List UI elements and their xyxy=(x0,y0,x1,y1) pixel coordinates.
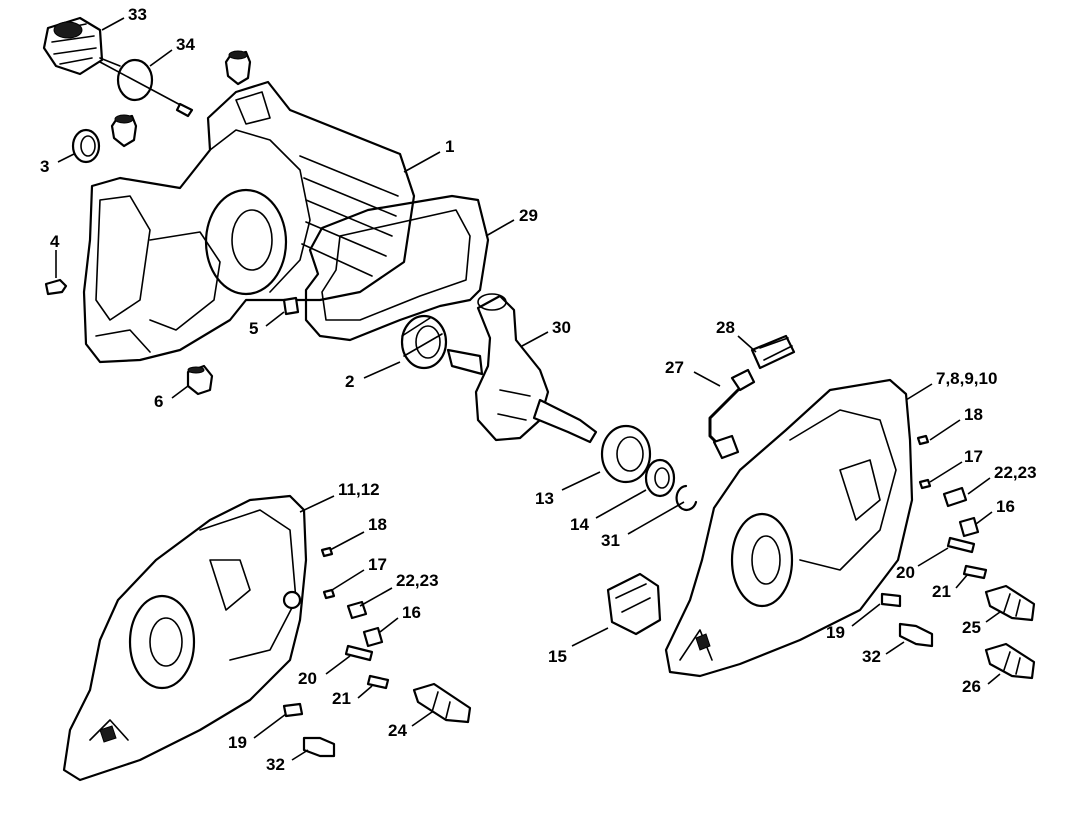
callout-17-left: 17 xyxy=(368,555,387,574)
callout-18-right: 18 xyxy=(964,405,983,424)
callout-17-right: 17 xyxy=(964,447,983,466)
part-20-pin-left[interactable] xyxy=(344,644,374,662)
callout-22-23-left: 22,23 xyxy=(396,571,439,590)
callout-34: 34 xyxy=(176,35,195,54)
part-19-screw-right[interactable] xyxy=(880,592,902,608)
part-15-cover[interactable] xyxy=(606,572,662,636)
callout-33: 33 xyxy=(128,5,147,24)
part-16-sleeve-left[interactable] xyxy=(362,626,384,648)
leader-lines xyxy=(55,17,1001,761)
callout-11-12: 11,12 xyxy=(338,480,380,499)
rubber-buffer-top[interactable] xyxy=(224,50,252,86)
callout-24: 24 xyxy=(388,721,407,740)
callout-25: 25 xyxy=(962,618,981,637)
part-18-screw-right[interactable] xyxy=(916,434,930,446)
callout-29: 29 xyxy=(519,206,538,225)
part-30-crankshaft[interactable] xyxy=(446,293,598,444)
part-22-23-sleeve-right[interactable] xyxy=(942,486,968,508)
callout-31: 31 xyxy=(601,531,620,550)
part-28-fitting[interactable] xyxy=(750,334,796,370)
callout-21-right: 21 xyxy=(932,582,951,601)
part-17-screw-left[interactable] xyxy=(322,588,336,600)
callout-27: 27 xyxy=(665,358,684,377)
part-21-pin-left[interactable] xyxy=(366,674,390,690)
callout-21-left: 21 xyxy=(332,689,351,708)
callout-19-right: 19 xyxy=(826,623,845,642)
callout-32-left: 32 xyxy=(266,755,285,774)
rubber-buffer-mid[interactable] xyxy=(110,114,138,148)
callout-3: 3 xyxy=(40,157,49,176)
callout-18-left: 18 xyxy=(368,515,387,534)
part-27-oil-tube[interactable] xyxy=(708,368,756,460)
callout-20-right: 20 xyxy=(896,563,915,582)
part-3-oil-seal[interactable] xyxy=(71,128,101,164)
part-29-gasket[interactable] xyxy=(304,194,490,342)
part-18-screw-left[interactable] xyxy=(320,546,334,558)
callout-19-left: 19 xyxy=(228,733,247,752)
part-21-pin-right[interactable] xyxy=(962,564,988,580)
part-32-bolt-left[interactable] xyxy=(302,736,336,758)
part-16-sleeve-right[interactable] xyxy=(958,516,980,538)
callout-4: 4 xyxy=(50,232,60,251)
part-20-pin-right[interactable] xyxy=(946,536,976,554)
part-31-circlip[interactable] xyxy=(675,484,698,512)
part-26-stud[interactable] xyxy=(984,642,1036,680)
part-5-sleeve[interactable] xyxy=(282,296,300,316)
callout-16-right: 16 xyxy=(996,497,1015,516)
callout-26: 26 xyxy=(962,677,981,696)
callout-2: 2 xyxy=(345,372,354,391)
part-32-bolt-right[interactable] xyxy=(898,622,934,648)
callout-15: 15 xyxy=(548,647,567,666)
callout-22-23-right: 22,23 xyxy=(994,463,1037,482)
callout-labels: 33 34 3 4 1 29 5 30 2 6 28 27 7,8,9,10 1… xyxy=(40,5,1037,774)
callout-20-left: 20 xyxy=(298,669,317,688)
callout-13: 13 xyxy=(535,489,554,508)
part-4-plug[interactable] xyxy=(44,278,68,296)
callout-32-right: 32 xyxy=(862,647,881,666)
part-2-ball-bearing[interactable] xyxy=(400,314,448,370)
part-14-oil-seal[interactable] xyxy=(644,458,676,498)
part-24-stud[interactable] xyxy=(412,682,472,724)
part-34-o-ring[interactable] xyxy=(99,58,194,118)
callout-5: 5 xyxy=(249,319,258,338)
callout-16-left: 16 xyxy=(402,603,421,622)
callout-7-10: 7,8,9,10 xyxy=(936,369,997,388)
part-7-10-crankcase-right[interactable] xyxy=(664,378,914,678)
callout-30: 30 xyxy=(552,318,571,337)
callout-6: 6 xyxy=(154,392,163,411)
part-19-screw-left[interactable] xyxy=(282,702,304,718)
part-17-screw-right[interactable] xyxy=(918,478,932,490)
part-11-12-crankcase-left[interactable] xyxy=(62,494,308,782)
part-25-stud[interactable] xyxy=(984,584,1036,622)
callout-14: 14 xyxy=(570,515,589,534)
part-13-ball-bearing[interactable] xyxy=(600,424,652,484)
callout-1: 1 xyxy=(445,137,454,156)
part-33-oil-pump[interactable] xyxy=(42,16,121,76)
part-6-cap[interactable] xyxy=(186,364,214,396)
callout-28: 28 xyxy=(716,318,735,337)
